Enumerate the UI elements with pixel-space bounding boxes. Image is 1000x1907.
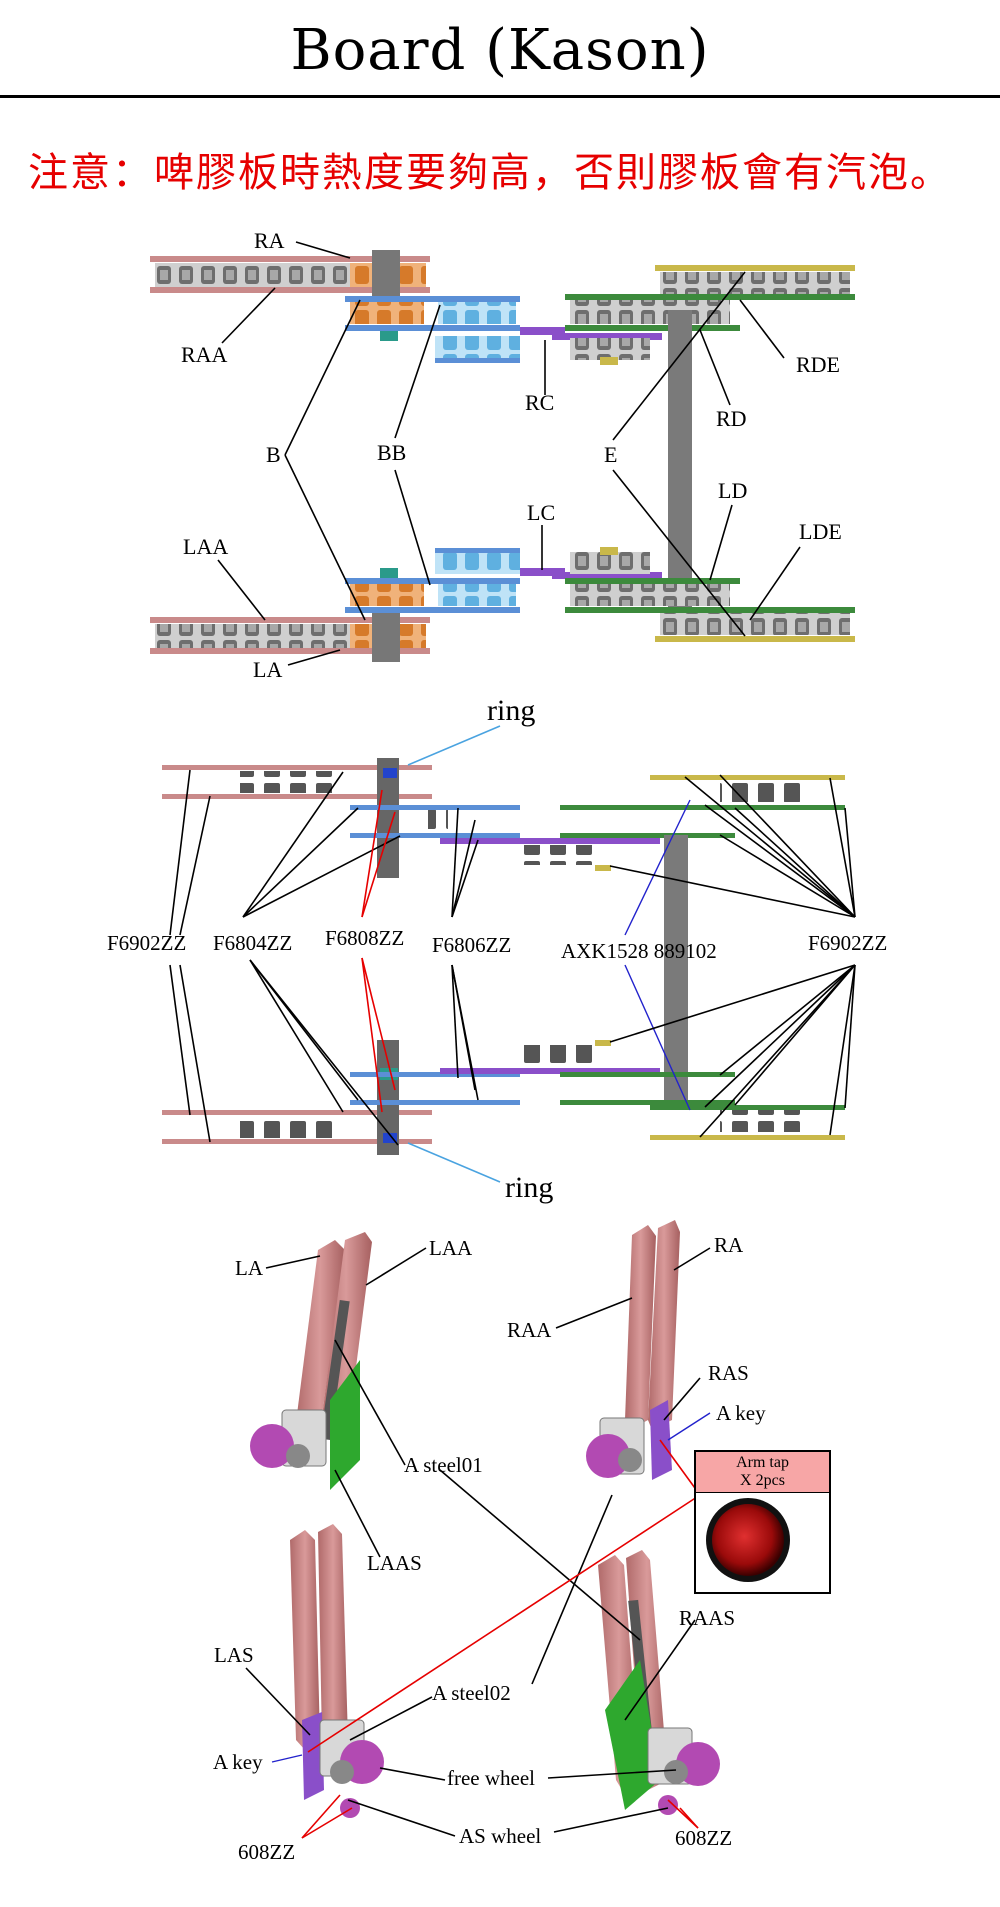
label-608zz-left: 608ZZ — [238, 1840, 295, 1864]
label-608zz-right: 608ZZ — [675, 1826, 732, 1850]
label-e: E — [604, 442, 617, 467]
label-ld: LD — [718, 478, 747, 503]
arm-right-front — [586, 1220, 680, 1480]
section2-bearing-view: ring ring F6902ZZ F6804ZZ F6808ZZ F6806Z… — [107, 694, 887, 1204]
label-ra: RA — [254, 228, 285, 253]
label-laas: LAAS — [367, 1551, 422, 1575]
arm-left-back — [290, 1524, 384, 1818]
label-b: B — [266, 442, 281, 467]
label-lde: LDE — [799, 519, 842, 544]
label-a-key-right: A key — [716, 1401, 766, 1425]
label-ring-top: ring — [487, 694, 535, 727]
label-rc: RC — [525, 390, 554, 415]
label-rd: RD — [716, 406, 747, 431]
label-raa-arm: RAA — [507, 1318, 552, 1342]
label-raas: RAAS — [679, 1606, 735, 1630]
label-a-key-left: A key — [213, 1750, 263, 1774]
label-raa: RAA — [181, 342, 228, 367]
label-a-steel01: A steel01 — [404, 1453, 483, 1477]
section3-arm-assemblies: LA LAA RA RAA RAS A key A steel01 LAAS L… — [213, 1220, 766, 1864]
arm-tap-image — [706, 1498, 790, 1582]
label-lc: LC — [527, 500, 555, 525]
label-free-wheel: free wheel — [447, 1766, 535, 1790]
label-rde: RDE — [796, 352, 840, 377]
label-f6804zz: F6804ZZ — [213, 931, 292, 955]
warning-note: 注意：啤膠板時熱度要夠高，否則膠板會有汽泡。 — [28, 150, 952, 196]
label-f6808zz: F6808ZZ — [325, 926, 404, 950]
label-a-steel02: A steel02 — [432, 1681, 511, 1705]
arm-left-front — [250, 1232, 372, 1490]
arm-tap-header: Arm tap X 2pcs — [696, 1452, 829, 1493]
label-axk1528: AXK1528 889102 — [561, 939, 717, 963]
label-f6806zz: F6806ZZ — [432, 933, 511, 957]
label-f6902zz-left: F6902ZZ — [107, 931, 186, 955]
label-f6902zz-right: F6902ZZ — [808, 931, 887, 955]
label-la-arm: LA — [235, 1256, 264, 1280]
label-laa-arm: LAA — [429, 1236, 473, 1260]
label-bb: BB — [377, 440, 406, 465]
title-divider — [0, 95, 1000, 98]
label-laa: LAA — [183, 534, 228, 559]
arm-tap-inset: Arm tap X 2pcs — [694, 1450, 831, 1594]
section1-exploded-view: RA RAA RC RDE RD B BB E LD LC LDE LAA LA — [150, 228, 855, 682]
label-las: LAS — [214, 1643, 254, 1667]
arm-tap-title: Arm tap — [736, 1454, 789, 1471]
label-as-wheel: AS wheel — [459, 1824, 541, 1848]
arm-tap-qty: X 2pcs — [740, 1472, 785, 1489]
page-title: Board (Kason) — [290, 18, 710, 83]
label-ring-bottom: ring — [505, 1171, 553, 1204]
label-la: LA — [253, 657, 282, 682]
label-ras: RAS — [708, 1361, 749, 1385]
label-ra-arm: RA — [714, 1233, 744, 1257]
